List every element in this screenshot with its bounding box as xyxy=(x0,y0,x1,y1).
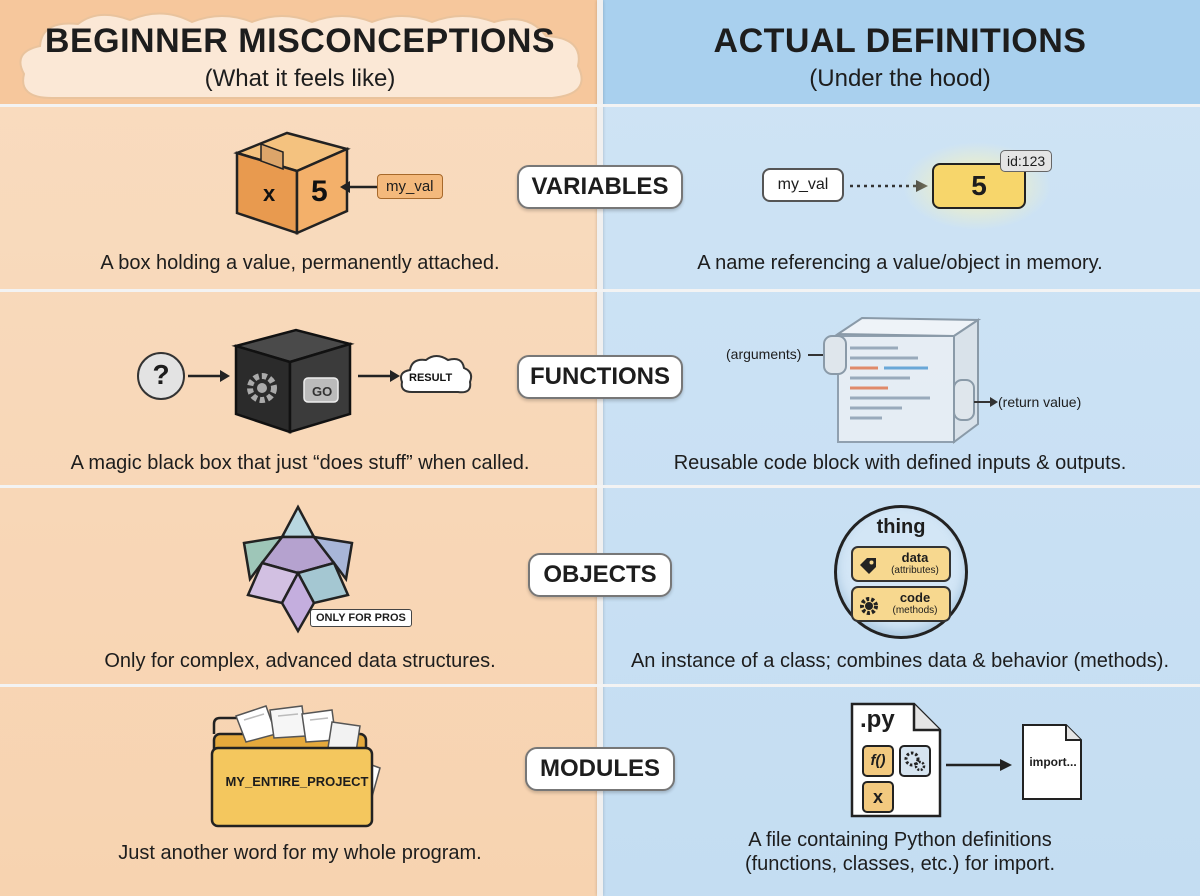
cloud-shape xyxy=(19,12,583,99)
variable-name-tag: my_val xyxy=(377,174,443,199)
result-cloud-icon: RESULT xyxy=(400,355,473,394)
gears-icon xyxy=(904,751,926,772)
project-folder-label: MY_ENTIRE_PROJECT xyxy=(225,774,369,789)
box-value: 5 xyxy=(311,175,328,208)
attributes-sublabel: (attributes) xyxy=(891,565,939,576)
unknown-input-circle: ? xyxy=(137,352,185,400)
functions-right-caption: Reusable code block with defined inputs … xyxy=(673,452,1127,474)
row-divider xyxy=(0,289,1200,292)
methods-sublabel: (methods) xyxy=(892,605,938,616)
left-header-title: BEGINNER MISCONCEPTIONS xyxy=(44,22,556,60)
code-label: code xyxy=(899,590,931,605)
right-header-title: ACTUAL DEFINITIONS xyxy=(713,22,1087,60)
row-divider xyxy=(0,684,1200,687)
modules-right-caption: A file containing Python definitions (fu… xyxy=(600,828,1200,876)
import-file-icon xyxy=(1022,724,1082,800)
right-header: ACTUAL DEFINITIONS (Under the hood) xyxy=(600,22,1200,93)
go-label: GO xyxy=(312,384,332,399)
object-id-tag: id:123 xyxy=(1000,150,1053,172)
objects-label: OBJECTS xyxy=(528,553,672,597)
complex-crystal-icon xyxy=(242,504,354,634)
objects-left-caption: Only for complex, advanced data structur… xyxy=(104,650,496,672)
gears-def-icon xyxy=(899,745,931,777)
variables-right-caption: A name referencing a value/object in mem… xyxy=(697,252,1103,274)
py-extension-label: .py xyxy=(860,706,895,733)
gear-icon xyxy=(860,597,878,615)
code-block-cube-icon xyxy=(823,316,982,444)
object-instance-circle: thing data (attributes) code (methods) xyxy=(834,505,968,639)
methods-slot: code (methods) xyxy=(851,586,951,622)
center-divider xyxy=(597,0,603,896)
row-divider xyxy=(0,485,1200,488)
attributes-slot: data (attributes) xyxy=(851,546,951,582)
right-header-subtitle: (Under the hood) xyxy=(809,65,991,92)
modules-left-caption: Just another word for my whole program. xyxy=(118,842,482,864)
import-arrow-icon xyxy=(946,759,1012,771)
overflowing-folder-icon xyxy=(210,705,381,828)
variables-left-caption: A box holding a value, permanently attac… xyxy=(100,252,500,274)
box-letter: x xyxy=(263,181,276,206)
output-arrow-icon xyxy=(974,397,998,407)
arrow-icon xyxy=(358,370,400,382)
row-divider xyxy=(0,104,1200,107)
arrow-icon xyxy=(340,181,378,193)
result-label: RESULT xyxy=(409,372,452,384)
data-label: data xyxy=(901,550,929,565)
reference-name-box: my_val xyxy=(762,168,844,202)
only-for-pros-badge: ONLY FOR PROS xyxy=(310,609,412,627)
modules-right-caption-line2: (functions, classes, etc.) for import. xyxy=(744,853,1056,875)
variables-label: VARIABLES xyxy=(517,165,683,209)
objects-right-caption: An instance of a class; combines data & … xyxy=(630,650,1170,672)
arrow-icon xyxy=(188,370,230,382)
object-instance-title: thing xyxy=(876,516,926,538)
return-value-label: (return value) xyxy=(998,394,1082,410)
arguments-label: (arguments) xyxy=(726,346,802,362)
left-header-subtitle: (What it feels like) xyxy=(204,65,396,92)
function-def-icon: f() xyxy=(862,745,894,777)
import-label: import... xyxy=(1029,755,1077,769)
tag-icon xyxy=(860,558,876,574)
variable-def-icon: x xyxy=(862,781,894,813)
functions-label: FUNCTIONS xyxy=(517,355,683,399)
modules-right-caption-line1: A file containing Python definitions xyxy=(748,829,1052,851)
black-box-icon: GO xyxy=(231,328,355,434)
modules-label: MODULES xyxy=(525,747,675,791)
cardboard-box-icon: x 5 xyxy=(233,131,351,235)
right-header-band xyxy=(600,0,1200,104)
functions-left-caption: A magic black box that just “does stuff”… xyxy=(70,452,530,474)
left-header: BEGINNER MISCONCEPTIONS (What it feels l… xyxy=(0,22,600,93)
